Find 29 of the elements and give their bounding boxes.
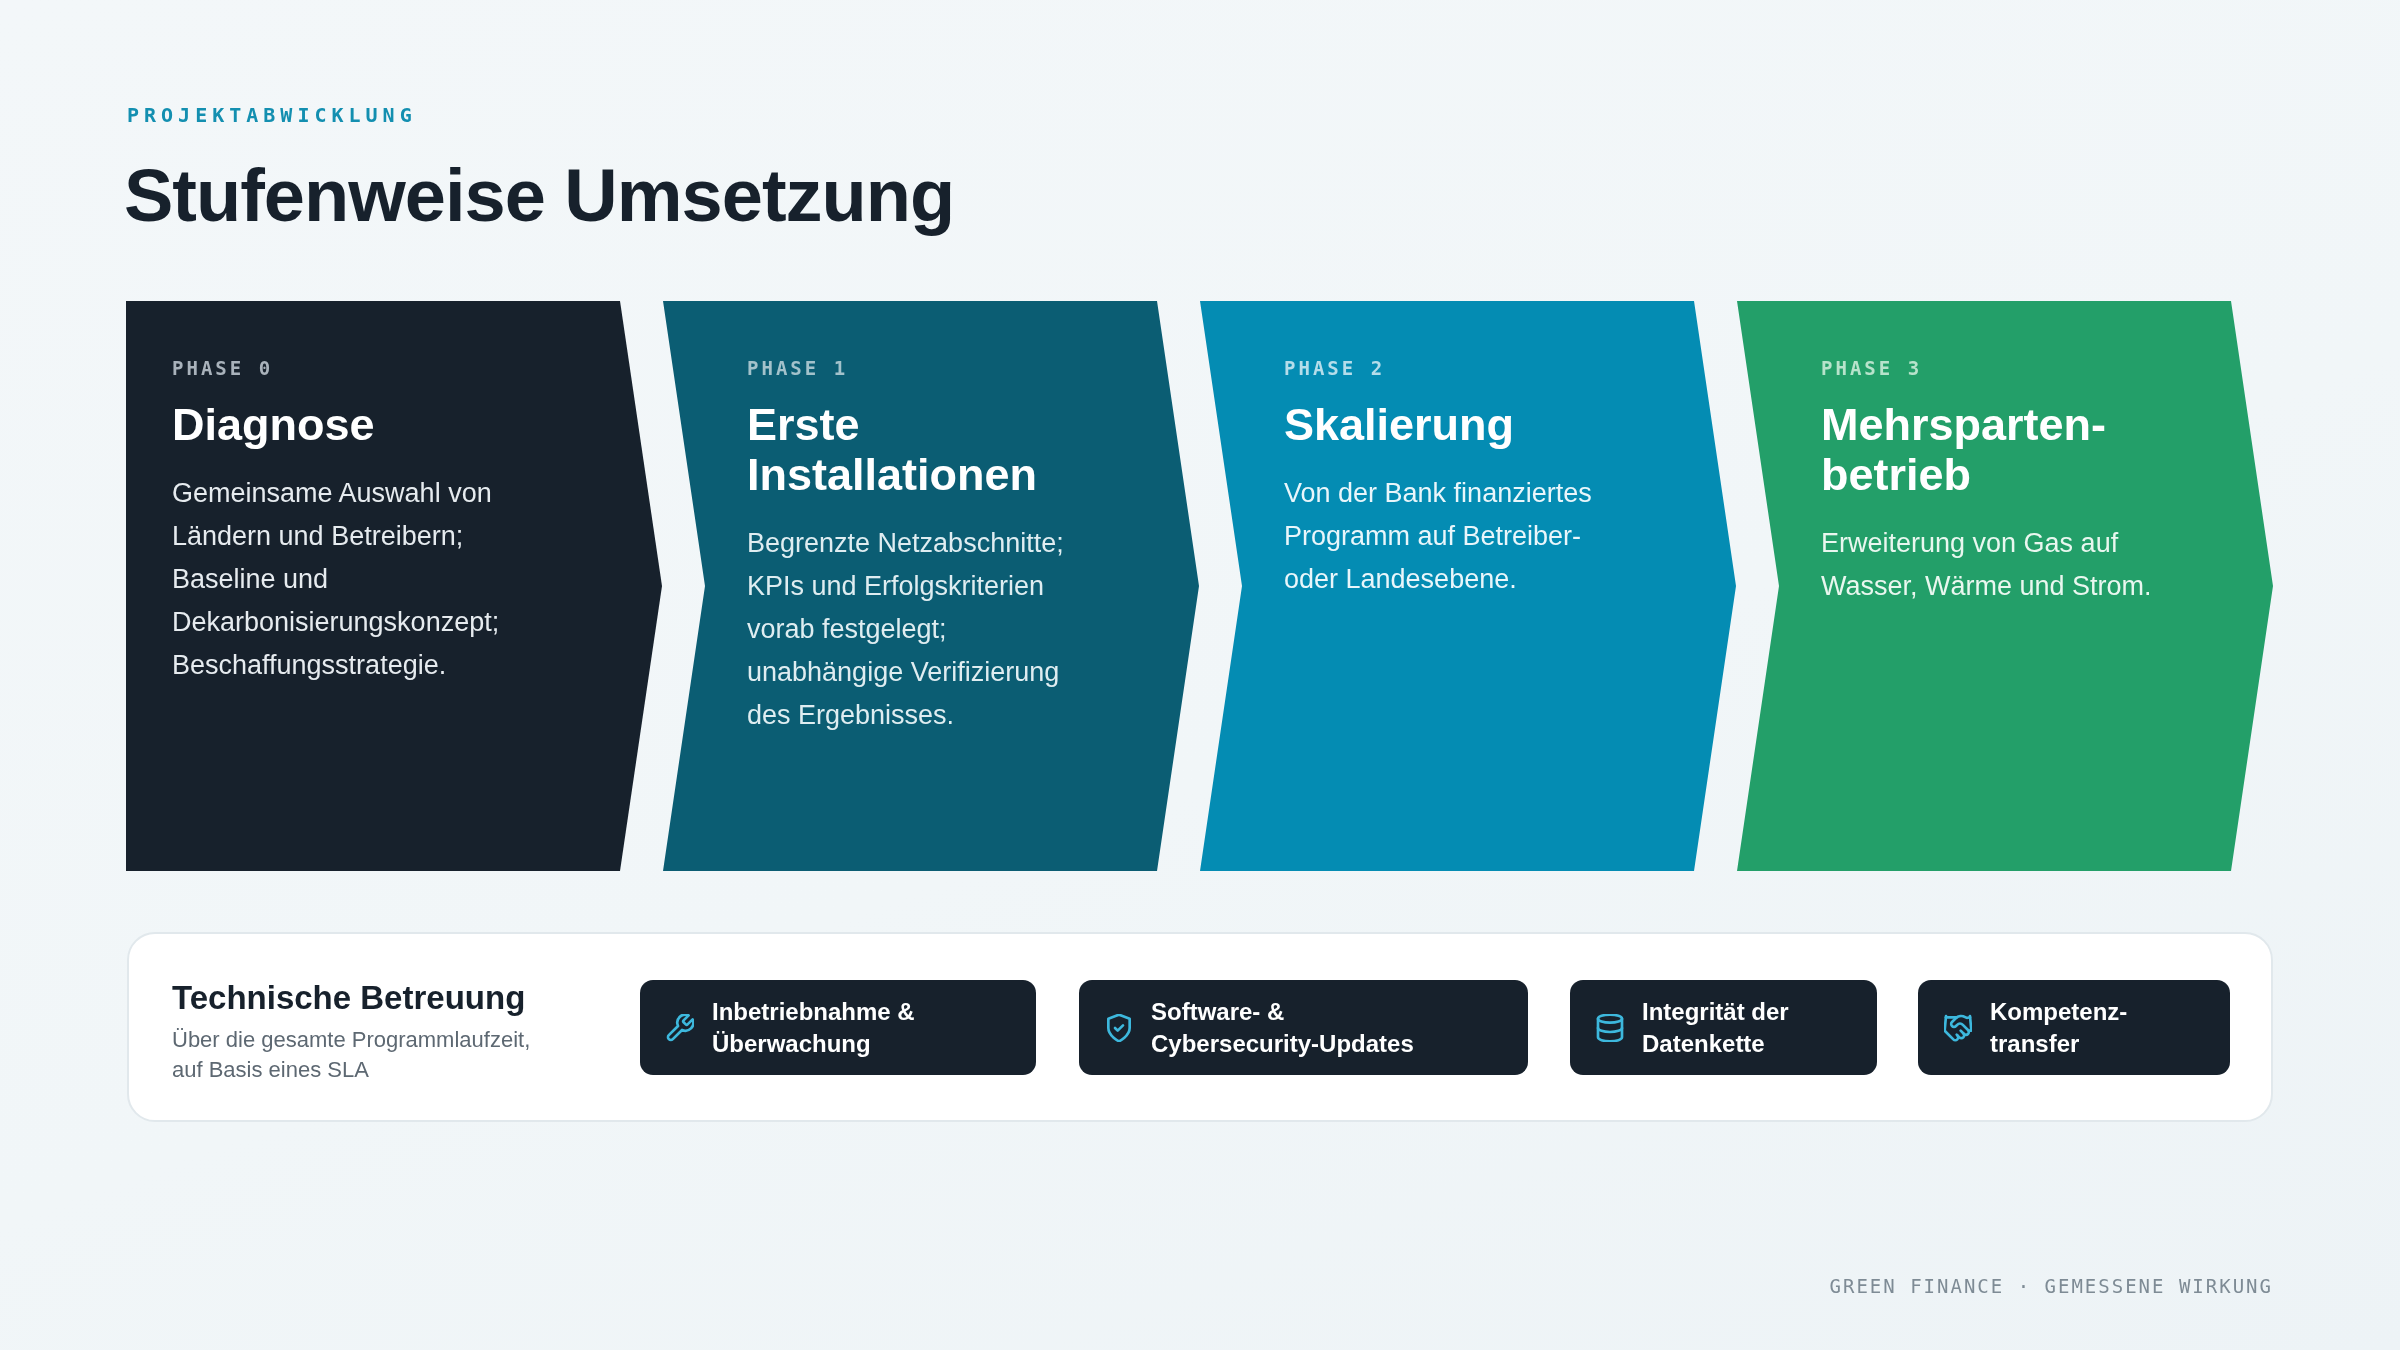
service-tag bbox=[640, 980, 1036, 1075]
phase-label: PHASE 2 bbox=[1284, 356, 1386, 380]
panel-subtitle: Über die gesamte Programmlaufzeit, auf Basis eines SLA bbox=[172, 1026, 532, 1084]
panel-heading: Technische Betreuung bbox=[172, 978, 526, 1018]
phase-title: Skalierung bbox=[1284, 400, 1515, 450]
phase-description: Begrenzte Netzabschnitte; KPIs und Erfolgskriterien vorab festgelegt; unabhängige Verifizierung des Ergebnisses. bbox=[747, 527, 1065, 732]
phase-block bbox=[1737, 301, 2273, 871]
service-tag bbox=[1570, 980, 1877, 1075]
service-tag bbox=[1079, 980, 1528, 1075]
phase-description: Gemeinsame Auswahl von Ländern und Betreibern; Baseline und Dekarbonisierungskonzept; Beschaffungsstrategie. bbox=[172, 477, 501, 682]
phase-title: Erste Installationen bbox=[747, 400, 1039, 500]
support-panel bbox=[127, 932, 2273, 1122]
phase-block bbox=[126, 301, 662, 871]
phase-block bbox=[1200, 301, 1736, 871]
phase-description: Von der Bank finanziertes Programm auf Betreiber- oder Landesebene. bbox=[1284, 477, 1593, 596]
phase-title: Mehrsparten- betrieb bbox=[1821, 400, 2108, 500]
service-label: Kompetenz- transfer bbox=[1990, 996, 2129, 1059]
service-tag bbox=[1918, 980, 2230, 1075]
footer-tagline: GREEN FINANCE · GEMESSENE WIRKUNG bbox=[1829, 1274, 2273, 1298]
phase-block bbox=[663, 301, 1199, 871]
service-label: Integrität der Datenkette bbox=[1642, 996, 1790, 1059]
phase-label: PHASE 0 bbox=[172, 356, 274, 380]
service-label: Software- & Cybersecurity-Updates bbox=[1151, 996, 1415, 1059]
service-label: Inbetriebnahme & Überwachung bbox=[712, 996, 916, 1059]
eyebrow-label: PROJEKTABWICKLUNG bbox=[127, 103, 417, 127]
phase-description: Erweiterung von Gas auf Wasser, Wärme und Strom. bbox=[1821, 527, 2153, 603]
phase-label: PHASE 3 bbox=[1821, 356, 1923, 380]
phase-title: Diagnose bbox=[172, 400, 375, 450]
phase-label: PHASE 1 bbox=[747, 356, 849, 380]
